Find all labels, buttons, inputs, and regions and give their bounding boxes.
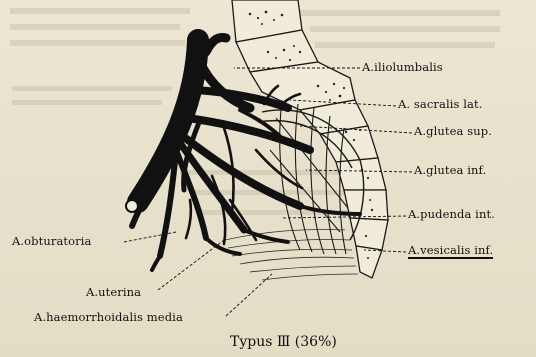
label-pudenda-int: A.pudenda int. <box>408 207 495 221</box>
label-sacralis-lat: A. sacralis lat. <box>398 97 483 111</box>
vessel-stump <box>126 200 138 212</box>
label-iliolumbalis: A.iliolumbalis <box>362 60 443 74</box>
label-uterina: A.uterina <box>86 285 141 299</box>
label-vesicalis-inf: A.vesicalis inf. <box>408 243 493 259</box>
label-obturatoria: A.obturatoria <box>12 234 92 248</box>
label-haemorrhoidalis-media: A.haemorrhoidalis media <box>34 310 183 324</box>
pelvic-floor <box>225 229 358 280</box>
figure-caption: Typus Ⅲ (36%) <box>230 334 337 350</box>
label-glutea-inf: A.glutea inf. <box>414 163 486 177</box>
label-glutea-sup: A.glutea sup. <box>414 124 492 138</box>
